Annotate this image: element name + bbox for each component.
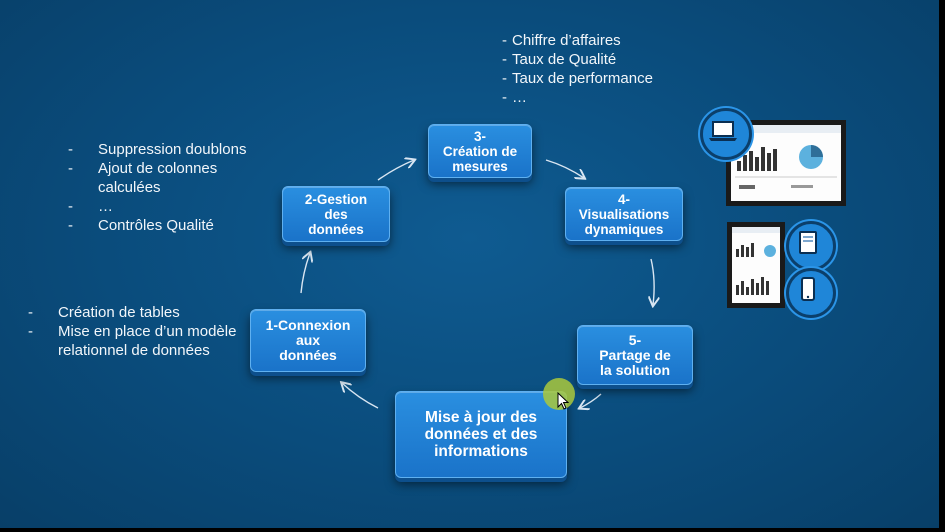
note-item: … — [68, 197, 246, 216]
tablet-dashboard-illustration — [727, 222, 785, 308]
note-item: … — [502, 88, 653, 107]
arrow-partage-to-maj — [580, 393, 602, 408]
arrow-mesures-to-visu — [545, 159, 584, 178]
mouse-pointer-icon — [557, 392, 569, 410]
step-partage-box: 5- Partage de la solution — [577, 325, 693, 385]
dashboard-chart-illustration — [731, 125, 841, 189]
step-mesures-box: 3- Création de mesures — [428, 124, 532, 178]
step-gestion-box: 2-Gestion des données — [282, 186, 390, 242]
notes-bottom-list: Création de tables Mise en place d’un mo… — [28, 303, 236, 360]
note-item: Mise en place d’un modèle relationnel de… — [28, 322, 236, 360]
note-item: Ajout de colonnes calculées — [68, 159, 246, 197]
step-visualisations-box: 4- Visualisations dynamiques — [565, 187, 683, 241]
tablet-icon — [786, 221, 836, 271]
phone-icon — [786, 268, 836, 318]
arrow-visu-to-partage — [651, 258, 654, 305]
note-item: Chiffre d’affaires — [502, 31, 653, 50]
laptop-icon — [700, 108, 752, 160]
notes-middle-list: Suppression doublons Ajout de colonnes c… — [68, 140, 246, 235]
note-item: Taux de performance — [502, 69, 653, 88]
arrow-maj-to-connexion — [342, 383, 379, 409]
step-mise-a-jour-box: Mise à jour des données et des informati… — [395, 391, 567, 478]
notes-top-list: Chiffre d’affaires Taux de Qualité Taux … — [502, 31, 653, 107]
arrow-gestion-to-mesures — [377, 160, 414, 181]
note-item: Contrôles Qualité — [68, 216, 246, 235]
note-item: Création de tables — [28, 303, 236, 322]
note-item: Taux de Qualité — [502, 50, 653, 69]
step-connexion-box: 1-Connexion aux données — [250, 309, 366, 372]
note-item: Suppression doublons — [68, 140, 246, 159]
arrow-connexion-to-gestion — [300, 253, 310, 294]
